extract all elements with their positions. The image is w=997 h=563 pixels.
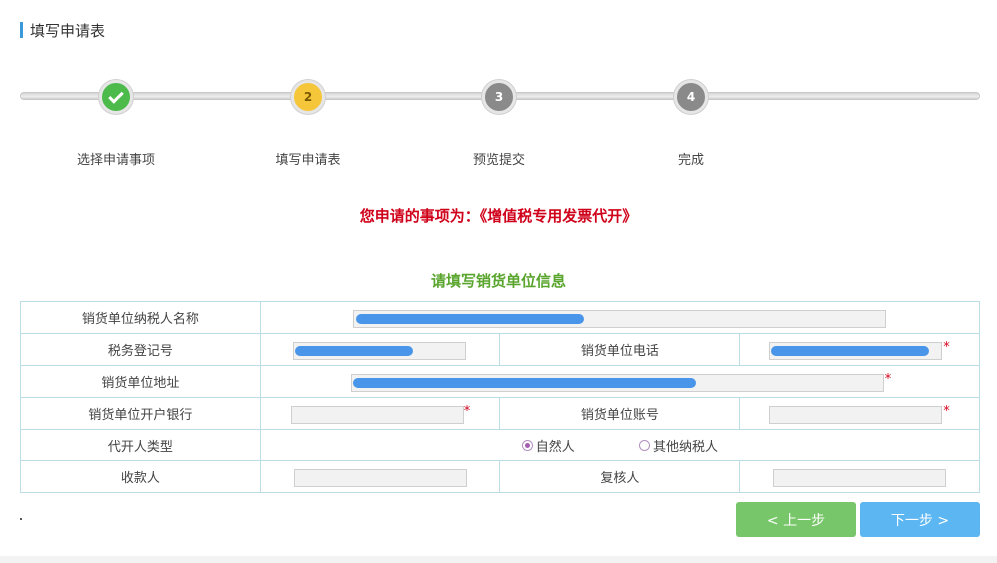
seller-info-form: 销货单位纳税人名称 税务登记号 销货单位电话 *: [20, 301, 981, 493]
seller-phone-input[interactable]: [769, 342, 943, 360]
seller-name-input[interactable]: [352, 310, 886, 328]
reviewer-cell: [739, 460, 980, 493]
seller-account-label: 销货单位账号: [499, 397, 741, 430]
reviewer-input[interactable]: [773, 469, 947, 487]
seller-bank-cell: *: [259, 397, 501, 430]
seller-address-label: 销货单位地址: [20, 365, 261, 398]
step-label: 填写申请表: [275, 153, 341, 168]
reviewer-label: 复核人: [499, 460, 741, 493]
required-mark: *: [943, 340, 950, 355]
seller-bank-label: 销货单位开户银行: [20, 397, 261, 430]
payee-input[interactable]: [293, 469, 467, 487]
redacted-mark: [355, 314, 584, 324]
redacted-mark: [771, 346, 930, 356]
seller-account-input[interactable]: [769, 406, 943, 424]
seller-phone-label: 销货单位电话: [499, 333, 741, 366]
radio-checked-icon: [521, 439, 533, 451]
step-label: 完成: [677, 153, 704, 168]
prev-step-button[interactable]: < 上一步: [736, 502, 856, 537]
step-2: 2 填写申请表: [248, 80, 368, 168]
step-label: 选择申请事项: [76, 153, 155, 168]
application-item-notice: 您申请的事项为：《增值税专用发票代开》: [359, 207, 638, 225]
seller-bank-input[interactable]: [290, 406, 464, 424]
step-3: 3 预览提交: [439, 80, 559, 168]
tax-reg-cell: [259, 333, 501, 366]
required-mark: *: [463, 404, 471, 419]
step-1: 选择申请事项: [56, 80, 176, 168]
footer-band: [0, 556, 997, 563]
payee-label: 收款人: [20, 460, 261, 493]
tax-reg-input[interactable]: [292, 342, 466, 360]
radio-label: 自然人: [535, 439, 575, 455]
radio-label: 其他纳税人: [652, 439, 718, 455]
step-number: 4: [674, 80, 708, 114]
issuer-type-cell: 自然人 其他纳税人: [259, 429, 981, 461]
required-mark: *: [943, 404, 950, 419]
step-number: 2: [291, 80, 325, 114]
page-header: 填写申请表: [20, 20, 105, 40]
section-title: 请填写销货单位信息: [430, 272, 566, 290]
progress-stepper: 选择申请事项 2 填写申请表 3 预览提交 4 完成: [20, 80, 980, 180]
page-title: 填写申请表: [30, 21, 106, 40]
check-icon: [108, 87, 124, 104]
tax-reg-label: 税务登记号: [20, 333, 261, 366]
stray-dot: [20, 518, 22, 520]
redacted-mark: [352, 378, 696, 388]
issuer-type-label: 代开人类型: [20, 429, 261, 461]
step-done-icon: [99, 80, 133, 114]
step-label: 预览提交: [472, 153, 525, 168]
radio-unchecked-icon: [638, 439, 650, 451]
payee-cell: [259, 460, 501, 493]
step-4: 4 完成: [631, 80, 751, 168]
radio-natural-person[interactable]: 自然人: [521, 436, 575, 455]
seller-phone-cell: *: [739, 333, 980, 366]
seller-address-cell: *: [259, 365, 981, 398]
seller-name-label: 销货单位纳税人名称: [20, 301, 261, 334]
step-number: 3: [482, 80, 516, 114]
radio-other-taxpayer[interactable]: 其他纳税人: [638, 436, 718, 455]
redacted-mark: [294, 346, 413, 356]
header-accent-bar: [20, 22, 23, 38]
required-mark: *: [884, 372, 892, 387]
seller-address-input[interactable]: [350, 374, 884, 392]
seller-name-cell: [259, 301, 981, 334]
next-step-button[interactable]: 下一步 >: [860, 502, 980, 537]
seller-account-cell: *: [739, 397, 980, 430]
